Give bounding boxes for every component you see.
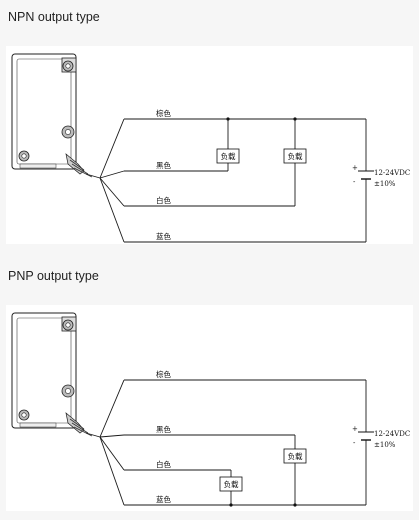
npn-section-title: NPN output type bbox=[8, 10, 100, 24]
svg-text:负载: 负载 bbox=[224, 479, 239, 489]
npn-load-1: 负载 bbox=[216, 148, 240, 164]
svg-text:负载: 负载 bbox=[221, 151, 236, 161]
pnp-load-1: 负载 bbox=[283, 448, 307, 464]
npn-white-label: 白色 bbox=[156, 195, 171, 205]
svg-text:负载: 负载 bbox=[288, 151, 303, 161]
svg-text:+: + bbox=[352, 425, 358, 433]
pnp-blue-label: 蓝色 bbox=[156, 494, 171, 504]
svg-text:-: - bbox=[353, 439, 356, 447]
npn-blue-label: 蓝色 bbox=[156, 231, 171, 241]
svg-text:+: + bbox=[352, 164, 358, 172]
pnp-sensor-body bbox=[11, 312, 93, 437]
svg-text:负载: 负载 bbox=[288, 451, 303, 461]
npn-wiring-diagram: 负载 负载 + - 12-24VDC ±10% 棕色 黑色 白色 蓝色 bbox=[6, 46, 413, 244]
svg-text:12-24VDC: 12-24VDC bbox=[374, 169, 410, 177]
svg-text:±10%: ±10% bbox=[374, 441, 396, 449]
npn-load-2: 负载 bbox=[283, 148, 307, 164]
npn-power-supply: + - 12-24VDC ±10% bbox=[352, 164, 410, 188]
pnp-power-supply: + - 12-24VDC ±10% bbox=[352, 425, 410, 449]
pnp-black-label: 黑色 bbox=[156, 424, 171, 434]
npn-brown-label: 棕色 bbox=[156, 108, 171, 118]
svg-text:12-24VDC: 12-24VDC bbox=[374, 430, 410, 438]
npn-black-label: 黑色 bbox=[156, 160, 171, 170]
svg-text:±10%: ±10% bbox=[374, 180, 396, 188]
pnp-brown-label: 棕色 bbox=[156, 369, 171, 379]
pnp-load-2: 负载 bbox=[219, 476, 243, 492]
pnp-section-title: PNP output type bbox=[8, 269, 99, 283]
svg-text:-: - bbox=[353, 178, 356, 186]
npn-sensor-body bbox=[11, 53, 93, 178]
pnp-white-label: 白色 bbox=[156, 459, 171, 469]
pnp-wiring-diagram: 负载 负载 + - 12-24VDC ±10% 棕色 黑色 白色 蓝色 bbox=[6, 305, 413, 511]
